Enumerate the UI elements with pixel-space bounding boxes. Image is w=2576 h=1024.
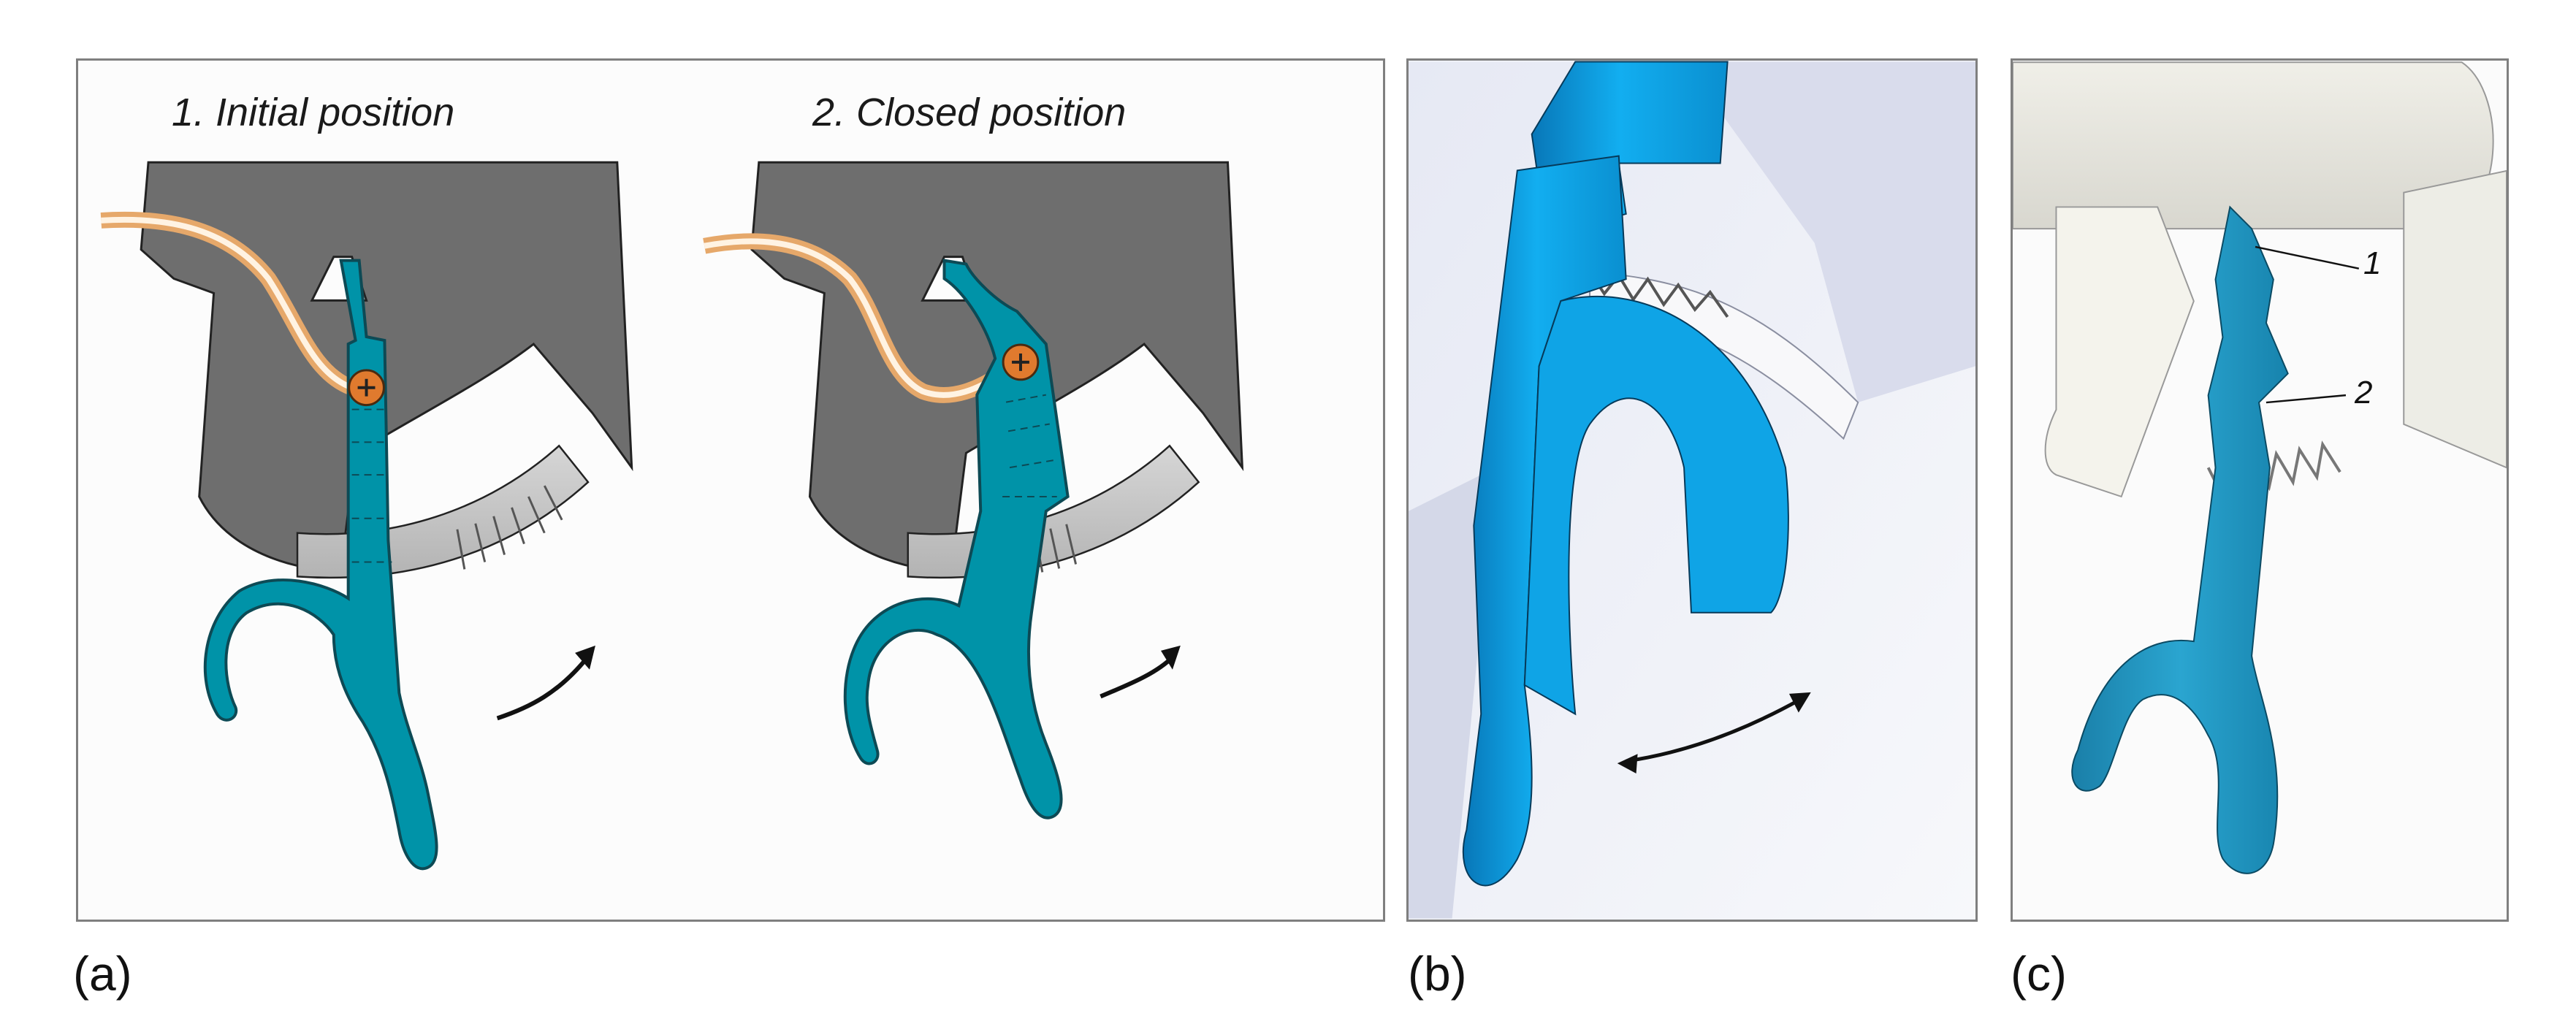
initial-position-assembly (100, 161, 633, 871)
lever-closed (843, 259, 1070, 819)
blue-lever-jaw-b (1523, 295, 1789, 716)
ratchet-teeth-initial (456, 485, 563, 570)
caption-initial-position: 1. Initial position (172, 91, 455, 134)
arrowhead-icon-b-right (1788, 692, 1811, 713)
arrowhead-icon-initial (575, 645, 595, 670)
lever-marks-initial (351, 408, 392, 563)
leader-line-1 (2255, 245, 2360, 270)
panel-a-schematic: 1. Initial position 2. Closed position (76, 58, 1385, 922)
blue-lever-body-b (1462, 155, 1627, 887)
render-drawing-c (2013, 61, 2507, 874)
subfigure-label-a: (a) (73, 947, 132, 1001)
leader-line-2 (2266, 394, 2347, 404)
arrowhead-icon-closed (1160, 645, 1181, 670)
caption-closed-position: 2. Closed position (812, 91, 1127, 134)
housing-part-b (1409, 61, 1975, 402)
arrowhead-icon-b-left (1617, 754, 1638, 773)
callout-label-2: 2 (2355, 375, 2373, 410)
motion-arrow-b (1626, 698, 1802, 763)
panel-b-render (1406, 58, 1978, 922)
lever-initial (203, 259, 438, 871)
arm-part-b (1409, 467, 1496, 919)
lever-marks-closed (1002, 394, 1057, 497)
housing-right-c (2403, 169, 2507, 469)
housing-left-c (2044, 206, 2195, 498)
cable-inner-closed (704, 238, 1005, 398)
motion-arrow-closed (1100, 654, 1175, 699)
callout-label-1: 1 (2363, 245, 2382, 281)
schematic-drawing (100, 161, 1244, 871)
render-drawing-b (1409, 61, 1975, 919)
motion-arrow-initial (496, 654, 590, 721)
blue-lever-c (2071, 205, 2289, 874)
cable-inner-initial (101, 216, 354, 391)
screw-cross-initial (357, 378, 376, 397)
closed-position-assembly (703, 161, 1244, 819)
screw-cross-closed (1012, 353, 1029, 371)
panel-c-render: 1 2 (2011, 58, 2509, 922)
subfigure-label-b: (b) (1408, 947, 1467, 1001)
subfigure-label-c: (c) (2011, 947, 2067, 1001)
